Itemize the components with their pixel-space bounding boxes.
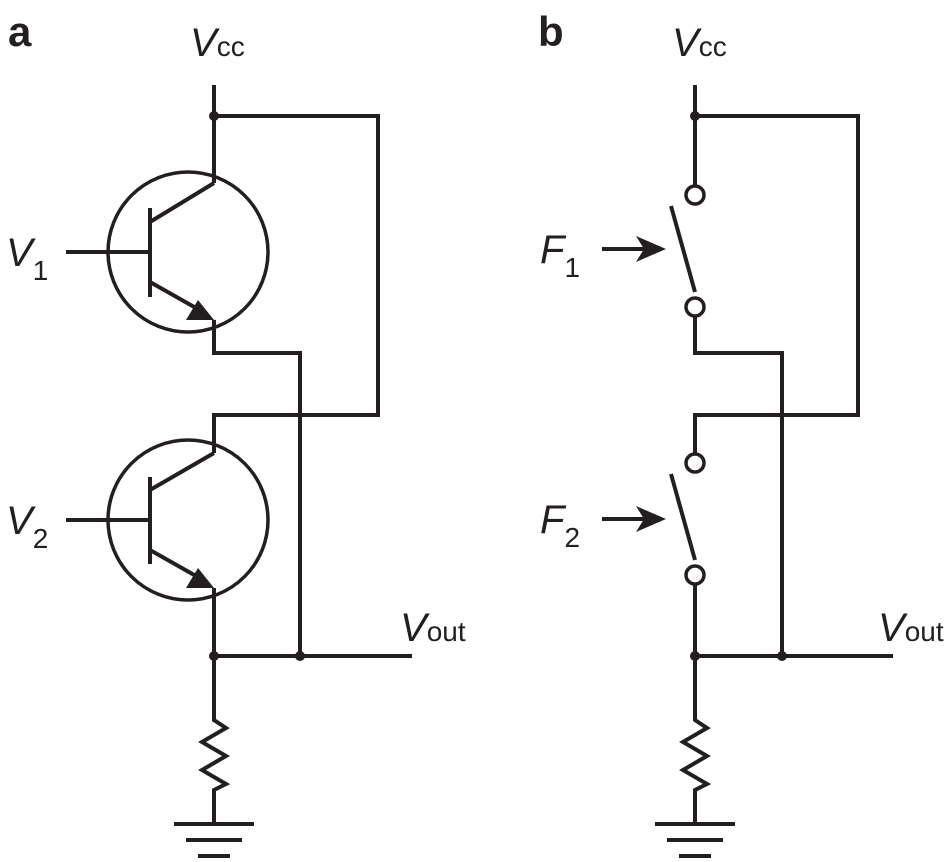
panel-b-input-2-label: F2 bbox=[540, 498, 580, 553]
panel-a-output-wire bbox=[198, 588, 412, 822]
panel-b-switch-1-blade bbox=[669, 205, 697, 293]
panel-a-ground-symbol bbox=[174, 822, 254, 858]
panel-b-input-2-symbol: F bbox=[540, 498, 567, 542]
panel-a-transistor-2-emitter bbox=[149, 548, 197, 578]
panel-a-input-2-symbol: V bbox=[6, 499, 36, 543]
panel-a-transistor-2-emitter-arrow bbox=[186, 568, 214, 588]
panel-a-input-2-subscript: 2 bbox=[33, 523, 49, 554]
panel-b-vcc-subscript: cc bbox=[699, 31, 727, 62]
panel-b-input-2-subscript: 2 bbox=[564, 522, 580, 553]
panel-a-output-subscript: out bbox=[427, 616, 466, 647]
panel-a-transistor-1-collector bbox=[148, 181, 216, 224]
panel-b-vcc-label: Vcc bbox=[672, 21, 727, 65]
panel-b-switch-1 bbox=[669, 184, 706, 318]
panel-a-transistor-1-emitter bbox=[149, 280, 197, 310]
panel-a-junction-right bbox=[295, 651, 305, 661]
panel-b: b Vcc F1 F2 bbox=[538, 8, 944, 858]
panel-a-input-1-subscript: 1 bbox=[33, 255, 49, 286]
panel-a-junction-left bbox=[209, 651, 219, 661]
panel-a-input-1-label: V1 bbox=[6, 231, 48, 286]
panel-a-emitter-1-wire bbox=[212, 320, 302, 656]
panel-a-vcc-symbol: V bbox=[190, 21, 220, 65]
panel-a-output-symbol: V bbox=[400, 606, 430, 650]
panel-a-vcc-label: Vcc bbox=[190, 21, 245, 65]
panel-b-junction-top bbox=[690, 111, 700, 121]
panel-b-junction-left bbox=[690, 651, 700, 661]
panel-b-input-1-label: F1 bbox=[540, 228, 580, 283]
panel-b-output-subscript: out bbox=[905, 616, 944, 647]
panel-b-input-1-subscript: 1 bbox=[564, 252, 580, 283]
panel-b-switch-2-bottom-contact bbox=[684, 564, 706, 586]
panel-a-input-1-symbol: V bbox=[6, 231, 36, 275]
panel-a-output-label: Vout bbox=[400, 606, 466, 650]
panel-b-label: b bbox=[538, 8, 564, 55]
panel-a: a Vcc V1 V2 bbox=[6, 8, 466, 858]
panel-a-transistor-2-collector bbox=[148, 451, 216, 492]
panel-b-force-2-arrow-icon bbox=[602, 506, 666, 532]
panel-b-junction-right bbox=[777, 651, 787, 661]
panel-b-ground-symbol bbox=[655, 822, 735, 858]
panel-b-input-1-symbol: F bbox=[540, 228, 567, 272]
panel-b-vcc-symbol: V bbox=[672, 21, 702, 65]
panel-a-vcc-subscript: cc bbox=[217, 31, 245, 62]
panel-a-junction-top bbox=[209, 111, 219, 121]
panel-b-vcc-wire bbox=[693, 85, 860, 454]
panel-a-transistor-1-emitter-arrow bbox=[186, 300, 214, 320]
panel-a-transistor-1 bbox=[66, 170, 270, 334]
panel-b-switch-1-top-contact bbox=[684, 184, 706, 206]
panel-b-output-symbol: V bbox=[878, 606, 908, 650]
panel-b-switch-2-blade bbox=[669, 473, 697, 561]
panel-b-switch-1-wire bbox=[693, 316, 784, 656]
panel-b-force-1-arrow-icon bbox=[602, 236, 666, 262]
panel-a-label: a bbox=[8, 8, 32, 55]
panel-b-switch-2-top-contact bbox=[684, 452, 706, 474]
panel-a-input-2-label: V2 bbox=[6, 499, 48, 554]
panel-b-output-label: Vout bbox=[878, 606, 944, 650]
panel-b-switch-2 bbox=[669, 452, 706, 586]
panel-a-transistor-2 bbox=[66, 438, 270, 602]
panel-b-switch-1-bottom-contact bbox=[684, 296, 706, 318]
panel-a-vcc-wire bbox=[212, 85, 380, 453]
panel-b-output-wire bbox=[679, 584, 893, 822]
